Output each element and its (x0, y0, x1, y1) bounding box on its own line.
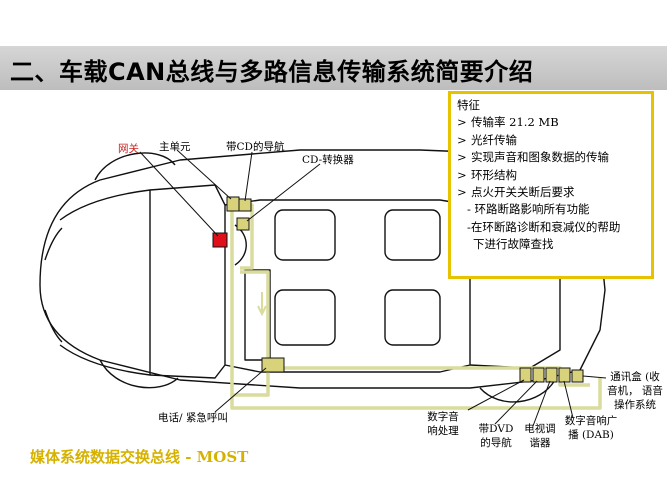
leader-cd-changer (246, 163, 321, 222)
feature-item: > 实现声音和图象数据的传输 (457, 149, 645, 166)
leader-main-unit (176, 149, 232, 200)
feature-item: > 光纤传输 (457, 132, 645, 149)
seat-front-top (274, 209, 336, 261)
label-tv-tuner: 电视调 谐器 (520, 422, 560, 450)
leader-tv-tuner (532, 380, 551, 427)
leader-gateway (139, 151, 219, 237)
leader-dab (563, 380, 574, 419)
label-digital-sound-line2: 响处理 (427, 425, 459, 437)
car-wheel-front-bottom (99, 359, 179, 389)
telematics-module (571, 369, 584, 383)
feature-text: 实现声音和图象数据的传输 (471, 150, 609, 165)
feature-subitem: -在环断路诊断和衰减仪的帮助 (467, 219, 621, 234)
feature-text: 点火开关关断后要求 (471, 185, 575, 200)
features-box: 特征 > 传输率 21.2 MB > 光纤传输 > 实现声音和图象数据的传输 > 环形结… (448, 91, 654, 279)
seat-rear-top (384, 209, 441, 261)
feature-item: > 环形结构 (457, 167, 645, 184)
label-cd-changer: CD-转换器 (302, 154, 354, 166)
digital-sound-module (519, 367, 532, 383)
seat-rear-bottom (384, 289, 441, 346)
label-tv-tuner-line2: 谐器 (529, 437, 551, 449)
feature-text: 传输率 21.2 MB (471, 115, 559, 130)
leader-cd-nav (244, 151, 253, 202)
label-tv-tuner-line1: 电视调 (524, 423, 556, 435)
cd-changer-module (236, 217, 250, 231)
feature-item: > 传输率 21.2 MB (457, 114, 645, 131)
main-unit-module (226, 196, 240, 212)
label-phone: 电话/ 紧急呼叫 (158, 412, 228, 424)
label-dab-line2: 播 (DAB) (568, 429, 614, 441)
page-title: 二、车载CAN总线与多路信息传输系统简要介绍 (10, 58, 534, 86)
label-cd-nav: 带CD的导航 (226, 141, 285, 153)
car-cabin (224, 199, 471, 373)
label-telematics-line3: 操作系统 (614, 399, 656, 411)
dvd-nav-module (532, 367, 545, 383)
bullet-marker: > (457, 185, 467, 200)
label-telematics-line1: 通讯盒 (收 (610, 371, 660, 383)
feature-text: 光纤传输 (471, 132, 517, 147)
label-digital-sound-line1: 数字音 (427, 411, 459, 423)
gateway-module (212, 232, 228, 248)
title-bar (0, 46, 667, 90)
label-dvd-nav-line1: 带DVD (478, 423, 514, 435)
seat-front-bottom (274, 289, 336, 346)
leader-phone (214, 367, 267, 413)
label-dvd-nav: 带DVD 的导航 (476, 422, 516, 450)
most-bus-return (230, 378, 602, 410)
footer-caption: 媒体系统数据交换总线 - MOST (30, 448, 249, 466)
label-dab-line1: 数字音响广 (564, 415, 618, 427)
leader-telematics (582, 375, 607, 379)
car-windshield (149, 184, 226, 379)
label-dvd-nav-line2: 的导航 (480, 437, 512, 449)
car-hood (59, 189, 151, 376)
bus-direction-arrow (257, 292, 267, 317)
bullet-marker: > (457, 132, 467, 147)
phone-module (261, 357, 285, 373)
label-telematics-line2: 音机， 语音 (607, 385, 663, 397)
label-telematics: 通讯盒 (收 音机， 语音 操作系统 (606, 370, 664, 412)
car-front-grille (44, 227, 63, 343)
feature-text: 环形结构 (471, 167, 517, 182)
tv-tuner-module (545, 367, 558, 383)
leader-digital-sound (467, 379, 525, 411)
label-main-unit: 主单元 (159, 141, 191, 153)
features-heading: 特征 (457, 98, 480, 112)
dab-module (558, 367, 571, 383)
bullet-marker: > (457, 167, 467, 182)
label-gateway: 网关 (118, 143, 139, 155)
steering-column (234, 224, 247, 266)
feature-subitem: - 环路断路影响所有功能 (467, 202, 590, 217)
bullet-marker: > (457, 150, 467, 165)
feature-subitem: 下进行故障查找 (473, 237, 554, 252)
leader-dvd-nav (494, 380, 538, 425)
bullet-marker: > (457, 115, 467, 130)
label-dab: 数字音响广 播 (DAB) (560, 414, 622, 442)
feature-item: > 点火开关关断后要求 (457, 184, 645, 201)
car-wheel-rear-bottom (479, 379, 556, 403)
car-wheel-front-top (94, 152, 176, 181)
label-digital-sound: 数字音 响处理 (425, 410, 461, 438)
